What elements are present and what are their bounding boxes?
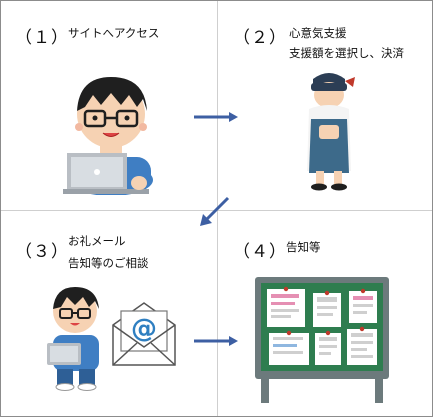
- step-1-label: サイトへアクセス: [68, 26, 160, 40]
- step-3-number: （３）: [15, 242, 69, 262]
- step-4-label: 告知等: [286, 240, 321, 254]
- email-envelope-icon: @: [112, 302, 176, 366]
- step-3-label-line-2: 告知等のご相談: [68, 256, 149, 270]
- step-4-number: （４）: [233, 242, 287, 262]
- notice-board-icon: [255, 277, 389, 403]
- step-1-number: （１）: [15, 28, 69, 48]
- right-arrow-icon: [194, 112, 238, 122]
- down-left-arrow-icon: [200, 196, 230, 226]
- person-with-laptop-icon: [63, 77, 153, 195]
- at-symbol: @: [131, 314, 157, 344]
- step-3-label-line-1: お礼メール: [68, 234, 126, 248]
- right-arrow-icon: [194, 336, 238, 346]
- person-with-tablet-icon: [47, 287, 99, 391]
- step-2-number: （２）: [233, 28, 287, 48]
- bowing-staff-icon: [307, 73, 355, 191]
- step-2-label-line-2: 支援額を選択し、決済: [289, 46, 404, 60]
- step-2-label-line-1: 心意気支援: [289, 26, 347, 40]
